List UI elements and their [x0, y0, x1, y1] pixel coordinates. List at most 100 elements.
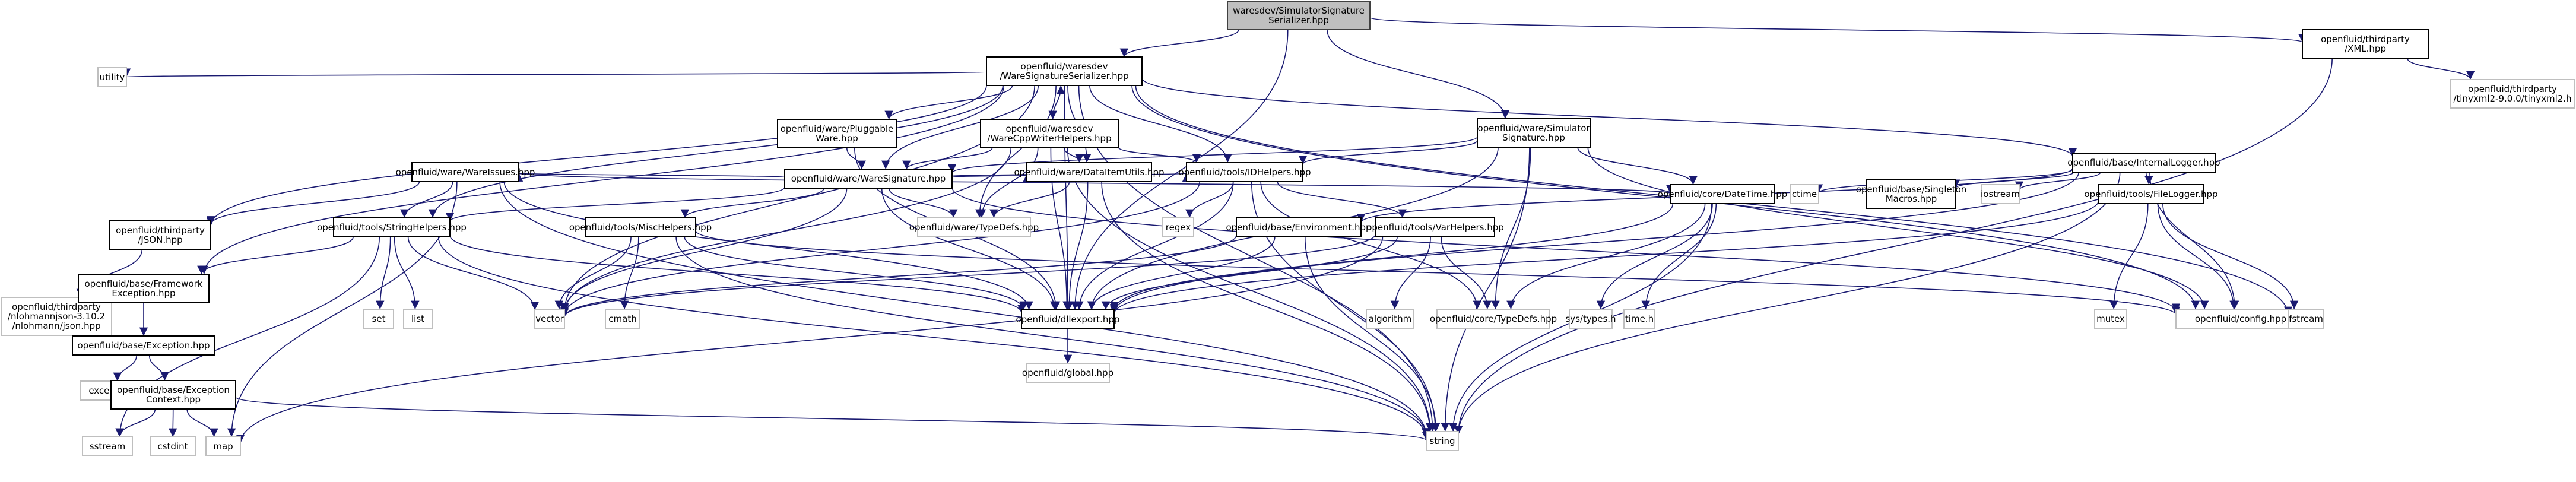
edge-cppwriter-to-dataitem: [1063, 147, 1084, 163]
node-label: openfluid/tools/MiscHelpers.hpp: [569, 222, 712, 233]
node-dataitem[interactable]: openfluid/ware/DataItemUtils.hpp: [1014, 162, 1165, 182]
edge-idhelpers-to-dllexport: [1075, 181, 1234, 310]
edge-waresig-to-stringhelpers: [446, 186, 785, 222]
edge-wareissues-to-dllexport: [503, 181, 1033, 310]
edge-xml-to-tinyxml: [2407, 58, 2475, 80]
node-mischelpers[interactable]: openfluid/tools/MiscHelpers.hpp: [569, 217, 712, 237]
edge-idhelpers-to-coretypedefs: [1260, 181, 1482, 310]
node-datetime[interactable]: openfluid/core/DateTime.hpp: [1658, 184, 1788, 204]
node-nlohmann: openfluid/thirdparty/nlohmannjson-3.10.2…: [1, 297, 112, 336]
node-label: openfluid/base/Exception: [117, 385, 230, 395]
edge-filelogger-to-config: [2157, 203, 2238, 310]
node-label: time.h: [1625, 313, 1654, 324]
node-vector: vector: [534, 309, 565, 329]
node-label: map: [213, 441, 233, 452]
edge-simsig-to-idhelpers: [1299, 140, 1478, 165]
edge-exctx-to-sstream: [115, 408, 156, 437]
node-cppwriter[interactable]: openfluid/waresdev/WareCppWriterHelpers.…: [980, 119, 1119, 148]
node-layer: waresdev/SimulatorSignatureSerializer.hp…: [1, 1, 2575, 456]
edge-filelogger-to-dllexport: [1110, 200, 2099, 315]
edge-varhelpers-to-dllexport: [1101, 236, 1398, 310]
node-label: string: [1429, 436, 1455, 446]
node-stringhelpers[interactable]: openfluid/tools/StringHelpers.hpp: [317, 217, 467, 237]
node-filelogger[interactable]: openfluid/tools/FileLogger.hpp: [2084, 184, 2218, 204]
edge-wss-to-json: [206, 85, 987, 226]
node-label: openfluid/thirdparty: [2468, 84, 2557, 94]
node-label: openfluid/dllexport.hpp: [1016, 314, 1120, 325]
node-environment[interactable]: openfluid/base/Environment.hpp: [1226, 217, 1372, 237]
edge-root-to-dllexport: [1070, 29, 1289, 310]
node-label: list: [411, 313, 424, 324]
node-label: openfluid/waresdev: [1020, 61, 1108, 72]
node-box: [1026, 363, 1110, 383]
node-box: [2288, 309, 2324, 329]
node-label: sstream: [90, 441, 125, 452]
node-simsig[interactable]: openfluid/ware/SimulatorSignature.hpp: [1477, 118, 1591, 148]
node-label: Context.hpp: [146, 394, 201, 405]
edge-simsig-to-string: [1441, 147, 1530, 432]
node-label: Ware.hpp: [816, 133, 858, 144]
node-string: string: [1426, 431, 1459, 451]
node-root[interactable]: waresdev/SimulatorSignatureSerializer.hp…: [1227, 1, 1371, 30]
edge-stringhelpers-to-string: [437, 236, 1431, 438]
node-sstream: sstream: [82, 436, 133, 456]
node-box: [1186, 162, 1303, 182]
node-box: [1366, 309, 1414, 329]
node-label: openfluid/tools/FileLogger.hpp: [2084, 189, 2217, 199]
node-box: [150, 436, 196, 456]
node-box: [986, 56, 1143, 86]
node-box: [1021, 309, 1115, 329]
node-label: algorithm: [1369, 313, 1411, 324]
node-label: Serializer.hpp: [1268, 15, 1329, 26]
node-json[interactable]: openfluid/thirdparty/JSON.hpp: [109, 220, 211, 250]
node-xml[interactable]: openfluid/thirdparty/XML.hpp: [2302, 29, 2429, 59]
edge-wss-to-fwexception: [199, 85, 1005, 275]
node-waresig[interactable]: openfluid/ware/WareSignature.hpp: [784, 169, 953, 189]
node-box: [777, 119, 897, 148]
node-fstream: fstream: [2288, 309, 2324, 329]
node-internallogger[interactable]: openfluid/base/InternalLogger.hpp: [2067, 153, 2220, 173]
node-label: openfluid/waresdev: [1005, 123, 1093, 134]
node-label: /tinyxml2-9.0.0/tinyxml2.h: [2453, 93, 2571, 104]
edge-waresig-to-mischelpers: [680, 188, 824, 218]
node-label: openfluid/thirdparty: [12, 302, 101, 312]
node-iostream: iostream: [1981, 184, 2020, 204]
node-box: [109, 220, 211, 250]
node-label: openfluid/core/TypeDefs.hpp: [1430, 313, 1557, 324]
node-box: [2098, 184, 2204, 204]
node-box: [97, 67, 127, 87]
node-box: [1866, 179, 1956, 209]
node-wss[interactable]: openfluid/waresdev/WareSignatureSerializ…: [986, 56, 1143, 86]
node-idhelpers[interactable]: openfluid/tools/IDHelpers.hpp: [1178, 162, 1311, 182]
node-label: openfluid/core/DateTime.hpp: [1658, 189, 1788, 199]
node-box: [1436, 309, 1550, 329]
node-tinyxml: openfluid/thirdparty/tinyxml2-9.0.0/tiny…: [2450, 79, 2575, 109]
node-varhelpers[interactable]: openfluid/tools/VarHelpers.hpp: [1366, 217, 1504, 237]
node-label: /JSON.hpp: [138, 234, 182, 245]
edge-wareissues-to-string: [499, 181, 1431, 437]
node-box: [1026, 162, 1152, 182]
node-label: openfluid/ware/Pluggable: [781, 123, 894, 134]
edge-wss-to-utility: [125, 67, 987, 78]
node-label: openfluid/base/Exception.hpp: [77, 340, 210, 351]
node-box: [1426, 431, 1459, 451]
node-box: [534, 309, 565, 329]
edge-internallogger-to-iostream: [2015, 172, 2101, 191]
node-box: [2175, 309, 2306, 329]
node-dllexport[interactable]: openfluid/dllexport.hpp: [1016, 309, 1120, 329]
node-label: openfluid/ware/Simulator: [1477, 123, 1590, 134]
node-wareissues[interactable]: openfluid/ware/WareIssues.hpp: [396, 162, 535, 182]
edge-cppwriter-to-waresig: [902, 147, 993, 170]
node-exception_hpp[interactable]: openfluid/base/Exception.hpp: [72, 335, 215, 356]
edge-waresig-to-waretypedefs: [888, 188, 958, 218]
edge-stringhelpers-to-vector: [407, 236, 540, 310]
edge-exception_hpp-to-exctx: [148, 354, 169, 381]
node-label: mutex: [2096, 313, 2125, 324]
edge-simsig-to-config: [1587, 147, 2209, 310]
node-label: openfluid/thirdparty: [116, 225, 205, 236]
edge-mischelpers-to-dllexport: [684, 236, 1028, 310]
